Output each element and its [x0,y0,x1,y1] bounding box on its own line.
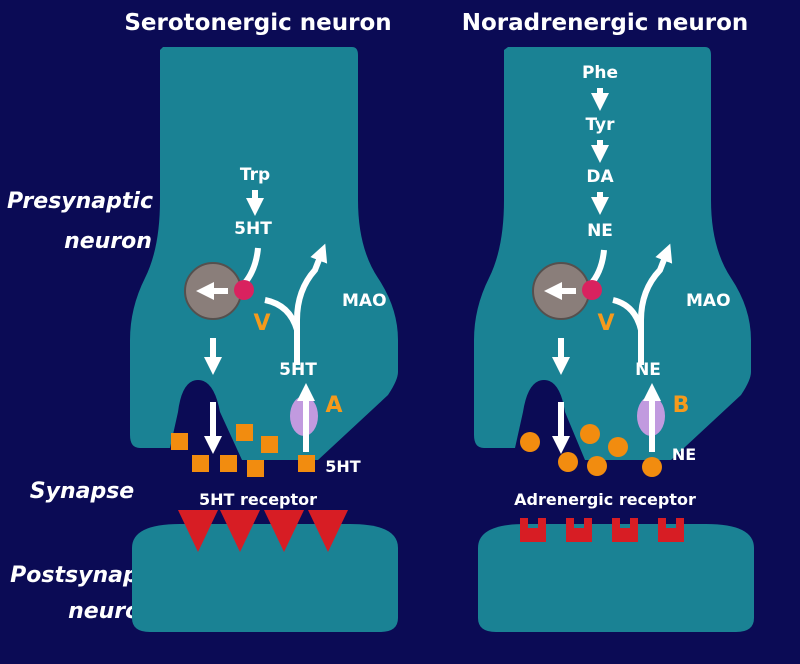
adrenergic-receptor [566,518,592,542]
5ht-receptor [178,510,218,552]
ne-molecule [558,452,578,472]
postsynaptic-terminal-left [132,524,398,632]
5ht-product-label: 5HT [234,219,272,239]
noradrenergic-title: Noradrenergic neuron [462,10,749,36]
mao-label-left: MAO [342,291,387,311]
5ht-molecule [171,433,188,450]
norepinephrine-molecules [520,424,662,477]
synapse-label: Synapse [30,479,135,504]
adrenergic-receptors [520,518,684,542]
5ht-receptor [264,510,304,552]
phe-label: Phe [582,63,618,83]
vmat-left [234,280,254,300]
5ht-receptors [178,510,348,552]
ne-molecule [608,437,628,457]
5ht-receptor [308,510,348,552]
ne-molecule [520,432,540,452]
serotonin-molecules [171,424,315,477]
5ht-receptor-label: 5HT receptor [199,490,317,509]
ne-molecule [642,457,662,477]
presynaptic-terminal-right [474,47,751,460]
adrenergic-receptor [658,518,684,542]
mao-arrow-left [294,243,328,365]
vmat-label-right: V [597,311,614,336]
5ht-molecule [261,436,278,453]
serotonergic-neuron: Trp 5HT V MAO 5HT A 5HT 5HT [130,47,398,632]
vmat-right [582,280,602,300]
vmat-label-left: V [253,311,270,336]
5ht-molecule [236,424,253,441]
adrenergic-receptor [612,518,638,542]
da-label: DA [586,167,614,187]
reuptake-label-right: NE [635,360,661,380]
adrenergic-receptor-label: Adrenergic receptor [514,490,696,509]
ne-product-label: NE [587,221,613,241]
tyr-label: Tyr [585,115,615,135]
postsynaptic-terminal-right [478,524,754,632]
5ht-receptor [220,510,260,552]
5ht-molecule [298,455,315,472]
presynaptic-terminal-left [130,47,398,460]
serotonergic-title: Serotonergic neuron [124,10,391,36]
5ht-molecule [247,460,264,477]
mao-label-right: MAO [686,291,731,311]
released-ne-label: NE [672,445,696,464]
transporter-label-right: B [673,393,690,418]
released-5ht-label: 5HT [325,457,361,476]
ne-molecule [587,456,607,476]
noradrenergic-neuron: Phe Tyr DA NE V MAO NE B [474,47,754,632]
adrenergic-receptor [520,518,546,542]
presynaptic-label: Presynaptic [7,189,153,214]
transporter-label-left: A [325,393,342,418]
presynaptic-label-line2: neuron [64,229,152,254]
vmat-to-mao-curve-left [264,297,300,331]
ne-molecule [580,424,600,444]
mao-arrow-right [638,243,673,365]
reuptake-label-left: 5HT [279,360,317,380]
5ht-molecule [192,455,209,472]
trp-label: Trp [240,165,270,185]
vmat-to-mao-curve-right [612,297,644,331]
5ht-molecule [220,455,237,472]
